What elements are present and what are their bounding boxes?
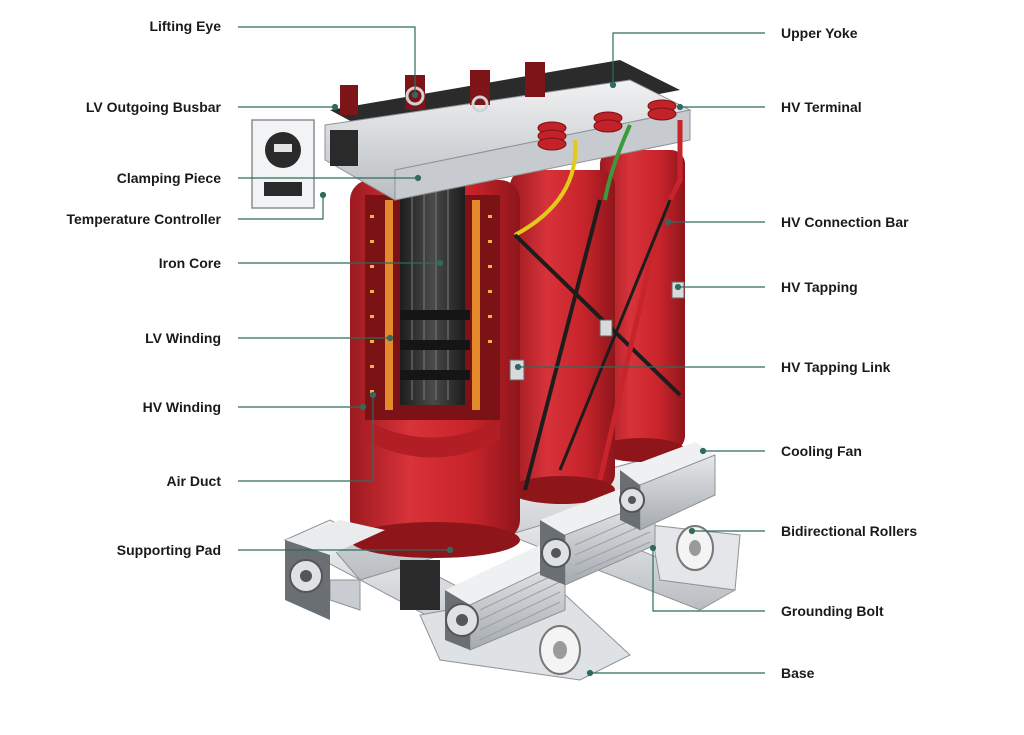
leader-lines-right bbox=[514, 32, 765, 677]
cooling-fan-2 bbox=[445, 545, 566, 651]
label-hv-tapping-link: HV Tapping Link bbox=[781, 359, 891, 375]
hv-connection-bar-4 bbox=[558, 199, 672, 471]
label-lv-winding: LV Winding bbox=[145, 330, 221, 346]
lv-winding-strip-left bbox=[385, 200, 393, 410]
label-grounding-bolt: Grounding Bolt bbox=[781, 603, 884, 619]
label-base: Base bbox=[781, 665, 815, 681]
label-lv-outgoing-busbar: LV Outgoing Busbar bbox=[85, 99, 221, 115]
label-upper-yoke: Upper Yoke bbox=[781, 25, 858, 41]
cooling-fan-4 bbox=[619, 442, 716, 531]
leader-grounding-bolt bbox=[652, 548, 765, 612]
hv-connection-bar-1 bbox=[513, 233, 682, 397]
cooling-fan-1 bbox=[285, 520, 385, 620]
green-wire bbox=[603, 124, 632, 201]
hv-winding-middle bbox=[510, 170, 615, 490]
label-hv-tapping: HV Tapping bbox=[781, 279, 858, 295]
lv-busbar-3 bbox=[470, 70, 490, 105]
yellow-wire bbox=[514, 139, 578, 237]
label-hv-winding: HV Winding bbox=[142, 399, 221, 415]
connection-wires bbox=[513, 120, 683, 491]
label-hv-connection-bar: HV Connection Bar bbox=[781, 214, 909, 230]
leader-temperature-controller bbox=[238, 195, 324, 220]
lv-busbar-4 bbox=[525, 62, 545, 97]
leader-lines-left bbox=[238, 26, 454, 554]
lv-winding-strip-right bbox=[472, 200, 480, 410]
leader-air-duct bbox=[238, 395, 374, 482]
leader-upper-yoke bbox=[612, 32, 765, 85]
hv-connection-bar-2 bbox=[523, 199, 602, 491]
temperature-controller-box bbox=[251, 119, 358, 209]
rollers bbox=[539, 525, 714, 675]
label-supporting-pad: Supporting Pad bbox=[116, 542, 221, 558]
leader-lifting-eye bbox=[238, 26, 416, 95]
label-temperature-controller: Temperature Controller bbox=[66, 211, 221, 227]
label-bidirectional-rollers: Bidirectional Rollers bbox=[781, 523, 918, 539]
label-clamping-piece: Clamping Piece bbox=[116, 170, 221, 186]
tapping-links bbox=[509, 281, 685, 381]
hv-terminals bbox=[537, 99, 677, 151]
cooling-fans bbox=[285, 442, 716, 651]
label-air-duct: Air Duct bbox=[166, 473, 221, 489]
label-lifting-eye: Lifting Eye bbox=[149, 18, 221, 34]
label-iron-core: Iron Core bbox=[158, 255, 221, 271]
label-cooling-fan: Cooling Fan bbox=[781, 443, 862, 459]
label-hv-terminal: HV Terminal bbox=[781, 99, 862, 115]
lv-busbar-1 bbox=[340, 85, 358, 115]
upper-structure bbox=[324, 60, 692, 201]
